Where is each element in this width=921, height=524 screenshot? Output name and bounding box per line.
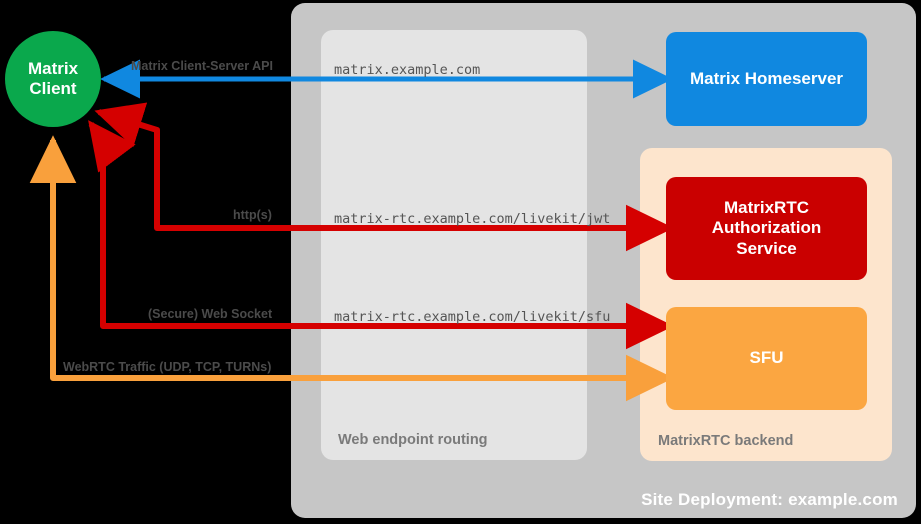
node-matrix-homeserver-label: Matrix Homeserver [689,68,844,88]
node-auth-line1: MatrixRTC [723,197,809,217]
web-endpoint-routing-label: Web endpoint routing [338,432,488,448]
node-matrix-homeserver[interactable]: Matrix Homeserver [666,32,867,126]
node-matrix-client-line2: Client [29,79,77,98]
endpoint-label-jwt: matrix-rtc.example.com/livekit/jwt [334,211,611,227]
node-auth-line3: Service [736,238,797,258]
link-label-https: http(s) [233,208,272,222]
node-matrix-client-line1: Matrix [27,59,79,79]
site-deployment-label: Site Deployment: example.com [641,490,898,509]
endpoint-label-matrix: matrix.example.com [334,62,481,78]
link-label-webrtc-traffic: WebRTC Traffic (UDP, TCP, TURNs) [63,360,272,374]
node-sfu[interactable]: SFU [666,307,867,410]
endpoint-label-sfu: matrix-rtc.example.com/livekit/sfu [334,309,611,325]
node-auth-line2: Authorization [711,218,822,238]
link-label-secure-web-socket: (Secure) Web Socket [148,307,273,321]
link-label-matrix-client-server-api: Matrix Client-Server API [131,59,273,73]
node-matrix-client[interactable]: Matrix Client [5,31,101,127]
matrixrtc-backend-label: MatrixRTC backend [658,433,794,449]
node-matrixrtc-authorization-service[interactable]: MatrixRTC Authorization Service [666,177,867,280]
node-sfu-label: SFU [749,348,784,368]
web-endpoint-routing-container: Web endpoint routing [321,30,587,460]
